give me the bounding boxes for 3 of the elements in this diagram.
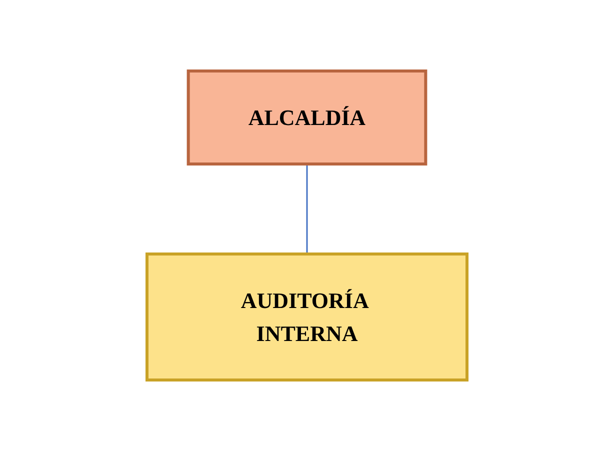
node-box: AUDITORÍA INTERNA	[146, 252, 468, 382]
connector	[306, 164, 308, 254]
node-box: ALCALDÍA	[186, 70, 428, 166]
